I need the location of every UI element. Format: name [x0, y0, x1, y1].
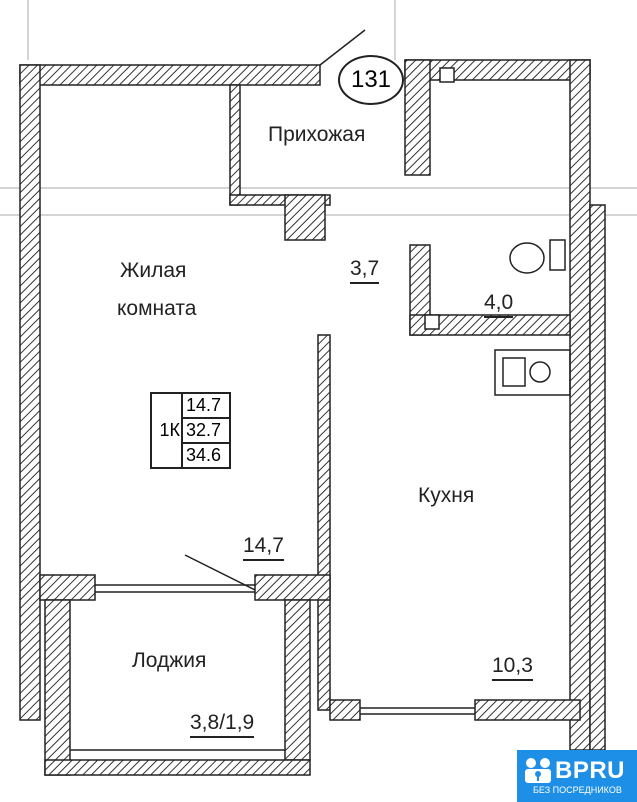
living-label-line2: комната	[117, 297, 197, 320]
summary-total-with-loggia: 34.6	[181, 442, 229, 467]
grid-lines	[0, 0, 637, 216]
hall-area: 3,7	[350, 258, 380, 284]
area-summary-table: 1К 14.7 32.7 34.6	[150, 392, 231, 469]
people-key-icon	[525, 758, 551, 783]
kitchen-label: Кухня	[418, 484, 475, 507]
apartment-type: 1К	[159, 420, 181, 440]
walls	[19, 59, 606, 776]
hall-label: Прихожая	[268, 123, 366, 146]
summary-living-area: 14.7	[181, 394, 229, 417]
fixtures	[184, 29, 571, 591]
kitchen-area: 10,3	[492, 655, 533, 681]
summary-total-area: 32.7	[181, 417, 229, 442]
sink-icon	[494, 349, 571, 396]
logo-tagline: БЕЗ ПОСРЕДНИКОВ	[533, 785, 622, 795]
loggia-label: Лоджия	[132, 649, 207, 672]
logo-brand: BPRU	[555, 757, 626, 784]
loggia-area: 3,8/1,9	[190, 712, 255, 738]
bathroom-area: 4,0	[484, 292, 514, 318]
toilet-icon	[509, 242, 545, 274]
windows	[70, 584, 475, 751]
apartment-number: 131	[338, 55, 404, 105]
bpru-logo[interactable]: BPRU БЕЗ ПОСРЕДНИКОВ	[517, 750, 637, 802]
living-area: 14,7	[243, 535, 284, 561]
living-label-line1: Жилая	[120, 259, 187, 282]
